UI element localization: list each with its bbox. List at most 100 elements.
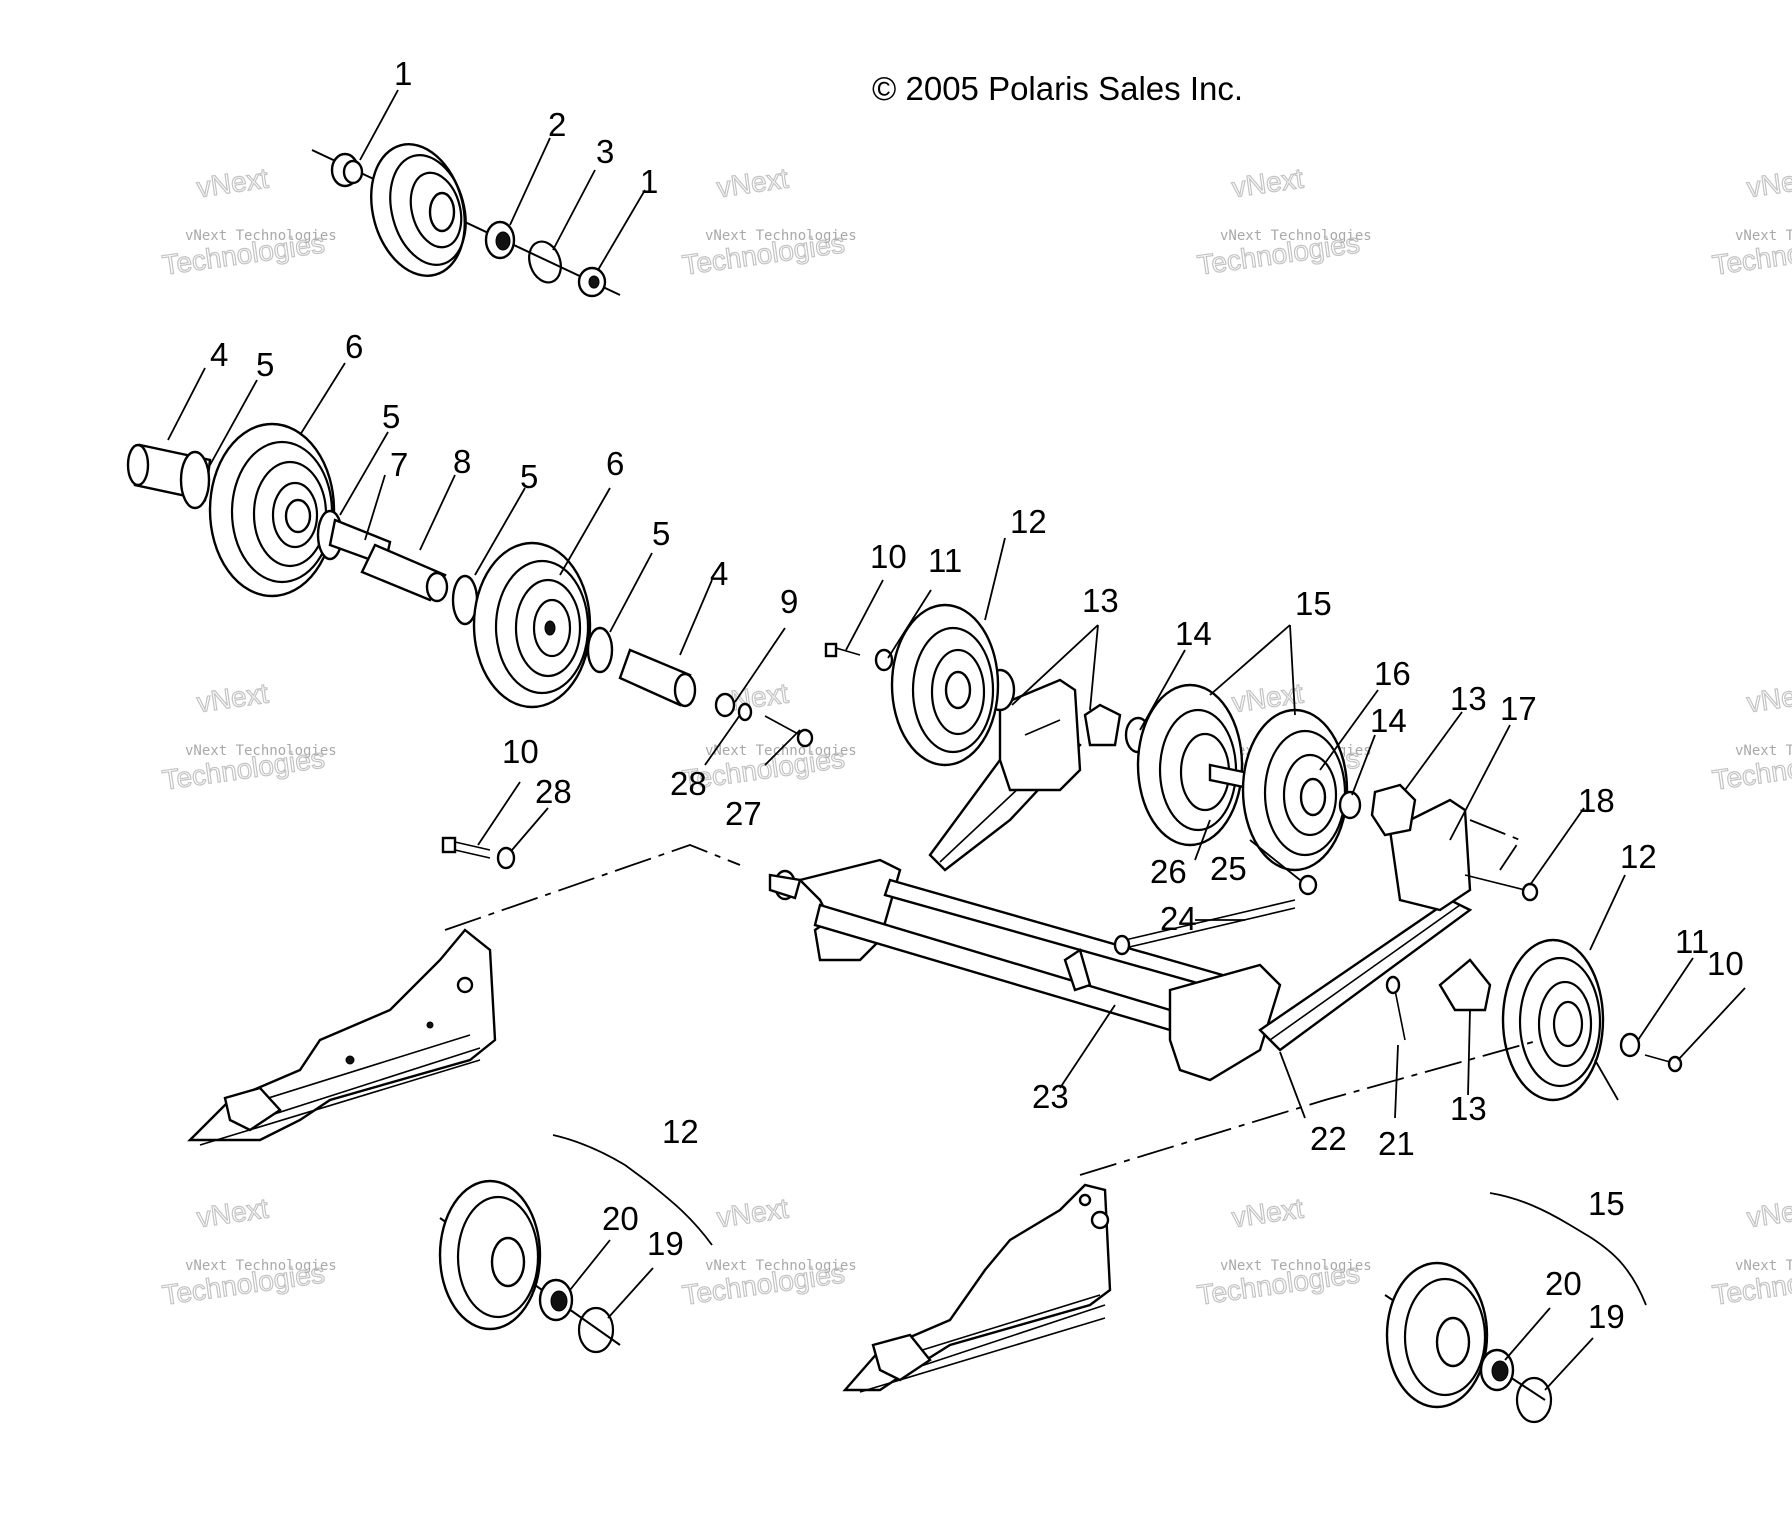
- block-part-13: [1083, 703, 1122, 747]
- callout-16: 16: [1374, 655, 1411, 692]
- callout-17: 17: [1500, 690, 1537, 727]
- nut-part-25: [1298, 874, 1318, 896]
- wheel-detail-15: [1384, 1261, 1553, 1424]
- bearing-part-2: [484, 220, 516, 260]
- svg-text:vNext Technologies: vNext Technologies: [705, 743, 857, 759]
- copyright-notice: © 2005 Polaris Sales Inc.: [872, 70, 1243, 107]
- svg-text:vNext: vNext: [195, 678, 270, 719]
- svg-text:vNext Technologies: vNext Technologies: [705, 1258, 857, 1274]
- right-frame-bracket: [1168, 963, 1282, 1082]
- svg-text:vNext: vNext: [1745, 1193, 1792, 1234]
- svg-text:vNext: vNext: [1230, 1193, 1305, 1234]
- svg-text:vNext Technologies: vNext Technologies: [1735, 1258, 1792, 1274]
- callout-2: 2: [548, 106, 566, 143]
- callout-10: 10: [870, 538, 907, 575]
- callout-27: 27: [725, 795, 762, 832]
- watermark: vNext vNext Technologies Technologies: [1710, 1192, 1792, 1311]
- idler-wheel-part-12: [1501, 938, 1605, 1102]
- callout-7: 7: [390, 446, 408, 483]
- wheel-detail-12: [438, 1179, 621, 1354]
- idler-wheel-part-12: [890, 603, 1000, 767]
- svg-text:vNext: vNext: [715, 163, 790, 204]
- callout-19: 19: [647, 1225, 684, 1262]
- bolt-part-27: [764, 715, 814, 748]
- block-part-13: [1438, 958, 1492, 1012]
- callout-5: 5: [520, 458, 538, 495]
- callout-20: 20: [1545, 1265, 1582, 1302]
- callout-9: 9: [780, 583, 798, 620]
- bolt-part-10: [824, 642, 861, 658]
- watermark: vNext vNext Technologies Technologies: [1195, 162, 1372, 281]
- right-idler-wheel-assembly: [1438, 938, 1683, 1102]
- bushing-part-1: [330, 152, 364, 188]
- bolt-part-24: [1113, 899, 1296, 956]
- watermark: vNext vNext Technologies Technologies: [1710, 677, 1792, 796]
- svg-text:vNext: vNext: [1230, 163, 1305, 204]
- retaining-ring-part-3: [528, 240, 562, 284]
- bolt-part-10: [441, 836, 457, 854]
- callout-28: 28: [535, 773, 572, 810]
- svg-text:vNext: vNext: [1745, 678, 1792, 719]
- callout-1: 1: [394, 55, 412, 92]
- wheel-part-6: [472, 541, 592, 709]
- callout-26: 26: [1150, 853, 1187, 890]
- right-slide-rail: [842, 1039, 1541, 1393]
- bolt-washer-left: [441, 836, 516, 870]
- callout-11: 11: [928, 542, 962, 579]
- svg-text:vNext Technologies: vNext Technologies: [1735, 228, 1792, 244]
- callout-11: 11: [1675, 923, 1709, 960]
- bolt-part-18: [1464, 874, 1539, 902]
- svg-text:vNext: vNext: [715, 1193, 790, 1234]
- callout-22: 22: [1310, 1120, 1347, 1157]
- svg-text:vNext: vNext: [195, 1193, 270, 1234]
- group-brace-12: [552, 1134, 713, 1246]
- spacer-part-14: [1338, 790, 1362, 820]
- callout-12: 12: [1620, 838, 1657, 875]
- svg-text:vNext Technologies: vNext Technologies: [185, 743, 337, 759]
- callout-13: 13: [1450, 1090, 1487, 1127]
- callout-14: 14: [1370, 702, 1407, 739]
- callout-13: 13: [1082, 582, 1119, 619]
- svg-text:vNext Technologies: vNext Technologies: [185, 228, 337, 244]
- bolt-thread: [454, 841, 491, 859]
- callout-5: 5: [382, 398, 400, 435]
- block-part-13: [1370, 783, 1417, 837]
- callout-4: 4: [210, 336, 228, 373]
- watermark: vNext vNext Technologies Technologies: [1710, 162, 1792, 281]
- snap-ring-part-19: [577, 1306, 615, 1354]
- callout-4: 4: [710, 555, 728, 592]
- callout-6: 6: [606, 445, 624, 482]
- bolt-part-10: [1644, 1054, 1683, 1073]
- pivot-pin: [1063, 948, 1092, 992]
- washer-part-28: [496, 846, 516, 870]
- svg-text:vNext: vNext: [1745, 163, 1792, 204]
- callout-20: 20: [602, 1200, 639, 1237]
- callout-1: 1: [640, 163, 658, 200]
- callout-21: 21: [1378, 1125, 1415, 1162]
- callout-28: 28: [670, 765, 707, 802]
- left-slide-rail: [187, 844, 741, 1146]
- callout-25: 25: [1210, 850, 1247, 887]
- callout-19: 19: [1588, 1298, 1625, 1335]
- svg-text:vNext Technologies: vNext Technologies: [1735, 743, 1792, 759]
- lock-washer-part-28: [737, 702, 753, 722]
- top-idler-wheel-assembly: [311, 143, 621, 298]
- callout-23: 23: [1032, 1078, 1069, 1115]
- callout-18: 18: [1578, 782, 1615, 819]
- callout-5: 5: [256, 346, 274, 383]
- callout-13: 13: [1450, 680, 1487, 717]
- watermark: vNext vNext Technologies Technologies: [1195, 1192, 1372, 1311]
- mount-plate-part-13: [998, 678, 1082, 792]
- watermark: vNext vNext Technologies Technologies: [680, 162, 857, 281]
- washer-part-11: [874, 648, 894, 672]
- leader-lines: [167, 89, 1746, 1391]
- bushing-part-1-rear: [577, 266, 607, 298]
- watermark: vNext vNext Technologies Technologies: [680, 1192, 857, 1311]
- watermark: vNext vNext Technologies Technologies: [160, 1192, 337, 1311]
- callout-3: 3: [596, 133, 614, 170]
- callout-labels: 1 2 3 1 4 5 6 5 7 8 5 6 5 4 9 28 27 10 2…: [210, 55, 1744, 1335]
- callout-15: 15: [1588, 1185, 1625, 1222]
- watermark: vNext vNext Technologies Technologies: [680, 677, 857, 796]
- washer-part-9: [714, 692, 736, 718]
